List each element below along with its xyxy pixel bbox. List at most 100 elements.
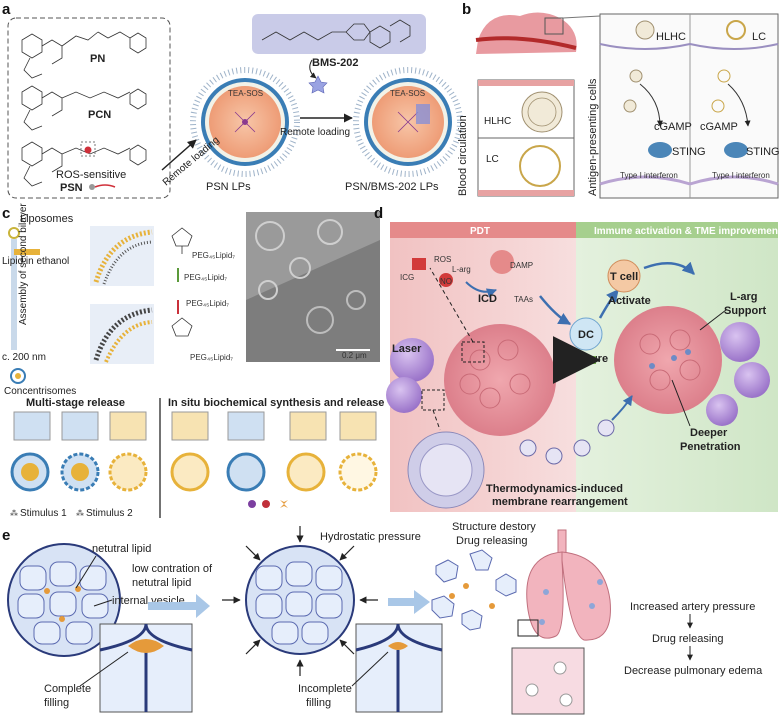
interferon-label-1: Type I interferon [620, 171, 678, 180]
bilayer-1b [102, 240, 153, 285]
ros-site-icon [84, 146, 92, 154]
edema-label: Decrease pulmonary edema [624, 665, 763, 677]
hydrostatic-label: Hydrostatic pressure [320, 531, 421, 543]
peg-structure-1 [171, 227, 193, 254]
stimulus-1-symbol: ⁂ [10, 508, 18, 518]
np-3 [573, 439, 591, 457]
tem-shadow [246, 240, 380, 362]
lc-endosome-2 [711, 99, 725, 113]
lipid-ethanol-label: Lipid in ethanol [2, 256, 69, 267]
panel-a: a PN PCN ROS-sensitive P [2, 1, 463, 199]
cgamp-label-1: cGAMP [654, 121, 692, 133]
liposomes-label: Liposomes [20, 213, 74, 225]
immune-header [576, 222, 778, 238]
arrow-e-1 [148, 594, 210, 618]
arrow-psn-to-lp [161, 139, 197, 171]
laser-label: Laser [392, 343, 422, 355]
interferon-label-2: Type I interferon [712, 171, 770, 180]
icd-label: ICD [478, 293, 497, 305]
molecule-psn-label: PSN [60, 182, 83, 194]
panel-d: d PDT Immune activation & TME improvemen… [374, 205, 782, 512]
size-label: c. 200 nm [2, 352, 46, 363]
stimulus-1-label: Stimulus 1 [20, 508, 67, 519]
purple-cell-3 [706, 394, 738, 426]
tem-particle-4 [258, 280, 278, 300]
neutral-lipid-label: netutral lipid [92, 543, 151, 555]
tem-particle-6 [346, 290, 366, 310]
taas-label: TAAs [514, 295, 533, 304]
larg-support-line-1: L-arg [730, 291, 758, 303]
panel-c-label: c [2, 205, 10, 222]
arrow-to-icd [465, 281, 497, 298]
tumor-right [614, 306, 722, 414]
purple-cell-2 [734, 362, 770, 398]
purple-cell-1 [720, 322, 760, 362]
nanoparticle-inner [419, 443, 473, 497]
panel-d-label: d [374, 205, 383, 222]
lc-label-1: LC [486, 154, 499, 165]
activate-label: Activate [608, 295, 651, 307]
lc-label-2: LC [752, 31, 766, 43]
multi-stage-row [10, 411, 148, 492]
no-label: NO [440, 277, 452, 286]
neutral-lipid-pointer [75, 555, 97, 589]
fragments [431, 549, 517, 631]
psn-bms-lps-label: PSN/BMS-202 LPs [345, 181, 439, 193]
np-2 [545, 447, 563, 465]
alveoli-zoom [511, 647, 585, 715]
lung-zoom-box [517, 619, 539, 637]
thermo-line-2: membrane rearrangement [492, 496, 628, 508]
bilayer-1 [93, 229, 153, 283]
panel-c: c Liposomes Lipid in ethanol Assembly of… [2, 203, 384, 519]
vessel-wall-top [478, 80, 574, 86]
deeper-line-2: Penetration [680, 441, 741, 453]
larg-support-line-2: Support [724, 305, 766, 317]
arrow-to-tcell [598, 289, 619, 319]
sting-label-1: STING [672, 146, 706, 158]
larg-pointer [699, 309, 727, 331]
molecule-pcn-label: PCN [88, 109, 111, 121]
blood-circulation-label: Blood circulation [457, 115, 469, 196]
hlhc-endosome-1 [629, 69, 643, 83]
drug-star-icon [308, 75, 328, 94]
np-4 [597, 419, 615, 437]
np-arrow [611, 395, 633, 421]
zoom-line [562, 15, 601, 19]
tem-particle-2 [289, 257, 311, 279]
peg-label-2: PEG₄₅Lipid₇ [184, 273, 227, 282]
incomplete-pointer [351, 651, 389, 687]
liposome-icon [8, 227, 20, 239]
alveoli-vesicle-1 [525, 683, 539, 697]
lc-arrow [727, 83, 751, 127]
laser-source-2 [386, 377, 422, 413]
arrow-drug-down [309, 59, 317, 79]
tem-particle-5 [306, 306, 334, 334]
arrow-to-tumor [643, 261, 695, 275]
molecule-pn-label: PN [90, 53, 105, 65]
arrow-to-dc [539, 295, 572, 326]
low-contraction-line-1: low contration of [132, 563, 213, 575]
liposome-core-label: TEA-SOS [228, 89, 263, 98]
internal-vesicle-pointer [93, 599, 113, 607]
stimulus-2-label: Stimulus 2 [86, 508, 133, 519]
no-icon [439, 273, 453, 287]
alveoli-vesicle-2 [553, 661, 567, 675]
zoom-line-1 [429, 267, 474, 343]
tumor-left [444, 324, 556, 436]
drug-releasing-label: Drug releasing [456, 535, 528, 547]
sting-icon-2 [724, 142, 748, 158]
liposome-psn [190, 67, 300, 177]
vessel-wall-bottom [478, 190, 574, 196]
hlhc-arrow [639, 83, 663, 127]
low-contraction-line-2: netutral lipid [132, 577, 191, 589]
panel-b-label: b [462, 1, 471, 18]
stimulus-2-symbol: ⁂ [76, 508, 84, 518]
multi-stage-title: Multi-stage release [26, 397, 125, 409]
tcell [607, 259, 641, 293]
pdt-header [390, 222, 576, 238]
drug-releasing-label-2: Drug releasing [652, 633, 724, 645]
molecule-box [7, 17, 171, 199]
liposome-psn-bms [353, 67, 463, 177]
panel-e: e netutral lipid internal vesicle low co… [2, 521, 763, 715]
